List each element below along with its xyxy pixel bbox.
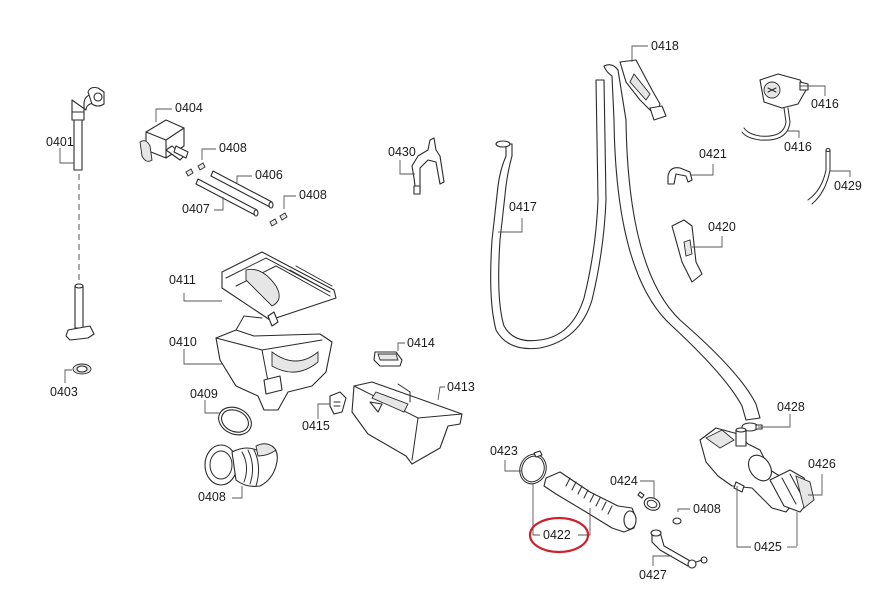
label-0419: 0418 — [651, 39, 679, 53]
label-0404: 0404 — [175, 101, 203, 115]
part-0415[interactable]: 0415 — [302, 391, 347, 433]
part-0422[interactable]: 0422 — [528, 471, 637, 554]
part-0408-upper[interactable]: 0408 — [185, 141, 247, 177]
part-0406[interactable]: 0406 — [210, 168, 283, 209]
part-0408-right[interactable]: 0408 — [269, 188, 327, 227]
label-0408-right: 0408 — [299, 188, 327, 202]
label-0428: 0428 — [777, 400, 805, 414]
label-0414: 0414 — [407, 336, 435, 350]
part-0408-drain[interactable]: 0408 — [672, 502, 721, 525]
part-0410[interactable]: 0409 — [190, 387, 256, 440]
label-0424: 0424 — [610, 474, 638, 488]
label-0413: 0413 — [447, 380, 475, 394]
label-0429: 0429 — [834, 179, 862, 193]
label-0420: 0420 — [708, 220, 736, 234]
label-0423: 0423 — [490, 444, 518, 458]
part-0413[interactable]: 0413 — [351, 380, 475, 465]
part-0430[interactable]: 0430 — [388, 137, 445, 195]
part-0403[interactable]: 0403 — [50, 363, 92, 399]
label-0408-drain: 0408 — [693, 502, 721, 516]
highlight-circle — [528, 516, 590, 554]
label-0407: 0407 — [182, 202, 210, 216]
label-0415: 0415 — [302, 419, 330, 433]
part-0420[interactable]: 0420 — [671, 219, 736, 283]
label-0422: 0422 — [543, 528, 571, 542]
part-0421[interactable]: 0421 — [667, 147, 727, 185]
label-0417: 0416 — [784, 140, 812, 154]
part-0409[interactable]: 0408 — [198, 443, 278, 504]
label-0406: 0406 — [255, 168, 283, 182]
part-0429[interactable]: 0429 — [807, 147, 862, 205]
part-0425[interactable]: 0425 — [699, 427, 798, 554]
part-0411[interactable]: 0410 — [169, 315, 333, 411]
label-0409: 0408 — [198, 490, 226, 504]
label-0421: 0421 — [699, 147, 727, 161]
label-0411: 0410 — [169, 335, 197, 349]
label-0426: 0426 — [808, 457, 836, 471]
label-0401: 0401 — [46, 135, 74, 149]
part-0407[interactable]: 0407 — [182, 178, 259, 217]
part-0424[interactable]: 0424 — [610, 474, 662, 512]
part-0401[interactable]: 0401 — [46, 86, 105, 341]
label-0403: 0403 — [50, 385, 78, 399]
label-0425: 0425 — [754, 540, 782, 554]
label-0412: 0411 — [169, 273, 196, 287]
part-0419[interactable]: 0418 — [603, 39, 761, 421]
part-0414[interactable]: 0414 — [373, 336, 435, 367]
part-0426[interactable]: 0426 — [769, 457, 836, 513]
part-0418[interactable]: 0417 — [490, 79, 607, 350]
label-0418: 0417 — [509, 200, 537, 214]
part-0417[interactable]: 0416 — [741, 107, 812, 154]
part-0404[interactable]: 0404 — [139, 101, 203, 162]
part-0412[interactable]: 0411 — [169, 251, 337, 327]
label-0410: 0409 — [190, 387, 218, 401]
label-0430: 0430 — [388, 145, 416, 159]
label-0427: 0427 — [639, 568, 667, 582]
label-0416: 0416 — [811, 97, 839, 111]
label-0408-upper: 0408 — [219, 141, 247, 155]
part-0427[interactable]: 0427 — [639, 529, 708, 582]
part-0416[interactable]: 0416 — [759, 73, 839, 111]
part-0423[interactable]: 0423 — [490, 444, 550, 488]
